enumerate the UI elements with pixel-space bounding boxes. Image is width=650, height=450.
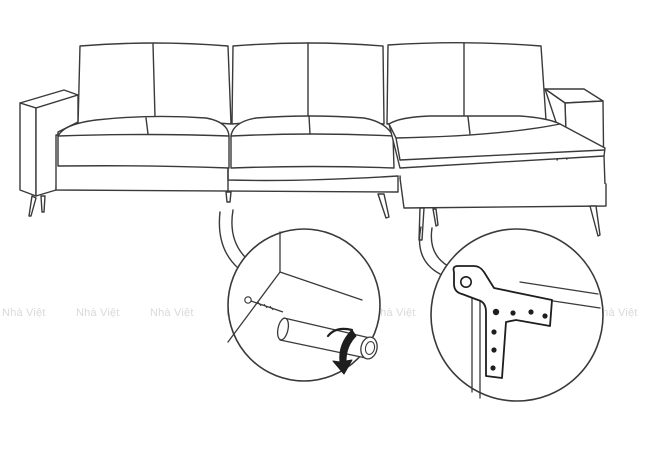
- detail-corner-bracket: [430, 228, 604, 402]
- detail-leg-installation: [227, 228, 381, 382]
- sofa-legs: [28, 191, 601, 241]
- seat-cushions: [57, 115, 606, 169]
- watermark-text: Nhà Việt: [76, 307, 120, 319]
- watermark-text: Nhà Việt: [372, 307, 416, 319]
- back-cushions: [77, 42, 547, 127]
- watermark-text: Nhà Việt: [2, 307, 46, 319]
- rotate-arrow-icon: [326, 327, 357, 375]
- callout-leader-lines: [218, 209, 449, 275]
- sectional-sofa-icon: [19, 42, 607, 241]
- watermark-text: Nhà Việt: [594, 307, 638, 319]
- watermark-text: Nhà Việt: [150, 307, 194, 319]
- corner-bracket-icon: [452, 265, 553, 379]
